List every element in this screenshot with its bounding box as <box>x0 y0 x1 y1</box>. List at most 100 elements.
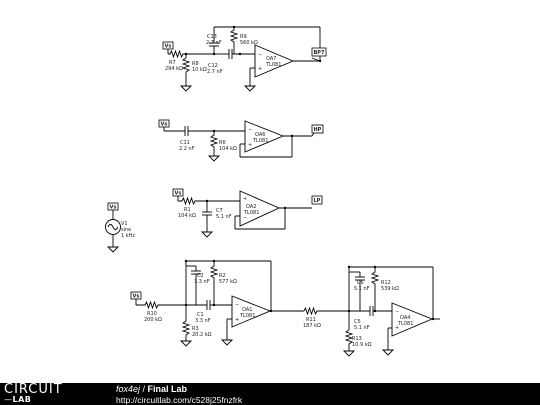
lp-r1-value: 104 kΩ <box>178 213 196 219</box>
hp-opamp-model: TL081 <box>252 138 268 144</box>
footer-bar: CIRCUIT —LAB fox4ej / Final Lab http://c… <box>0 383 540 405</box>
stage4-oa4-model: TL081 <box>397 321 413 327</box>
stage4-input-tag[interactable]: Vs <box>130 291 142 300</box>
hp-r6-resistor[interactable] <box>209 131 219 156</box>
stage4-r11-label: R11 <box>306 317 316 323</box>
bp-opamp-model: TL081 <box>265 62 281 68</box>
stage4-c5-value: 5.1 nF <box>354 325 370 331</box>
svg-text:−: − <box>248 127 252 133</box>
bp-c13-value: 2.7 nF <box>206 40 222 46</box>
source-output-tag[interactable]: Vs <box>107 202 119 211</box>
svg-text:+: + <box>258 66 262 72</box>
hp-r6-value: 104 kΩ <box>219 146 237 152</box>
lp-opamp-label: OA2 <box>246 204 256 210</box>
schematic-canvas: Vs R7 294 kΩ R8 10 kΩ C13 2.7 nF C12 2.7 <box>105 25 440 357</box>
bp-r8-value: 10 kΩ <box>192 67 207 73</box>
bp-output-tag[interactable]: BP7 <box>311 47 327 57</box>
stage4-r3-value: 20.2 kΩ <box>192 332 212 338</box>
stage4-r11-resistor[interactable] <box>303 306 349 316</box>
v1-type: sine <box>121 227 131 233</box>
stage4-r12-label: R12 <box>381 280 391 286</box>
bp-c12-value: 2.7 nF <box>207 69 223 75</box>
bp-r9-value: 560 kΩ <box>240 40 258 46</box>
lp-input-tag[interactable]: Vs <box>172 188 184 197</box>
stage4-oa1-label: OA1 <box>242 307 252 313</box>
author-link[interactable]: fox4ej <box>116 384 141 394</box>
svg-text:Vs: Vs <box>161 122 168 128</box>
stage4-r12-resistor[interactable] <box>370 267 380 311</box>
svg-text:Vs: Vs <box>165 44 172 50</box>
stage4-c1-label: C1 <box>197 312 204 318</box>
svg-text:−: − <box>243 215 247 221</box>
stage4-r2-resistor[interactable] <box>209 261 219 305</box>
stage4-r10-resistor[interactable] <box>136 300 186 310</box>
hp-opamp[interactable] <box>244 120 285 153</box>
stage4-c6-value: 5.1 nF <box>354 286 370 292</box>
logo-text-top: CIRCUIT <box>4 382 63 397</box>
v1-frequency: 1 kHz <box>121 233 135 239</box>
hp-output-tag[interactable]: HP <box>311 124 324 134</box>
stage4-c2-value: 3.3 nF <box>194 279 210 285</box>
circuit-title: fox4ej / Final Lab <box>116 384 187 394</box>
hp-c11-value: 2.2 nF <box>179 146 195 152</box>
bp-c12-label: C12 <box>208 63 218 69</box>
circuit-url[interactable]: http://circuitlab.com/c528j25fnzfrk <box>116 395 243 405</box>
svg-text:−: − <box>235 302 239 308</box>
stage4-r13-resistor[interactable] <box>344 329 354 351</box>
svg-text:+: + <box>395 325 399 331</box>
bp-r9-resistor[interactable] <box>229 27 239 54</box>
logo-lab-text: LAB <box>12 395 32 404</box>
svg-text:+: + <box>248 142 252 148</box>
bp-opamp[interactable] <box>254 44 295 78</box>
stage4-c1-value: 3.3 nF <box>195 318 211 324</box>
lp-c7-label: C7 <box>216 208 223 214</box>
svg-text:Vs: Vs <box>133 294 140 300</box>
bp-r7-value: 294 kΩ <box>165 66 183 72</box>
highpass-filter: Vs C11 2.2 nF R6 104 kΩ − + OA6 TL081 HP <box>158 119 324 162</box>
bp-r9-label: R9 <box>240 34 247 40</box>
stage4-c5-label: C5 <box>354 319 361 325</box>
bp-r8-resistor[interactable] <box>181 57 191 73</box>
hp-r6-label: R6 <box>219 140 226 146</box>
svg-text:−: − <box>258 52 262 58</box>
bp-r8-label: R8 <box>192 61 199 67</box>
svg-text:HP: HP <box>314 127 322 133</box>
svg-text:Vs: Vs <box>110 205 117 211</box>
hp-opamp-label: OA6 <box>255 132 265 138</box>
stage4-oa4-label: OA4 <box>400 315 410 321</box>
sine-source: Vs V1 sine 1 kHz <box>105 202 135 253</box>
stage4-r13-value: 10.9 kΩ <box>352 342 372 348</box>
lp-opamp[interactable] <box>239 190 281 227</box>
bp-opamp-label: OA7 <box>266 56 276 62</box>
bp-r7-resistor[interactable] <box>168 49 186 59</box>
logo-text-bottom: —LAB <box>4 395 32 404</box>
bp-input-tag[interactable]: Vs <box>162 41 174 50</box>
lp-c7-value: 5.1 nF <box>216 214 232 220</box>
hp-c11-label: C11 <box>180 140 190 146</box>
svg-text:+: + <box>243 196 247 202</box>
stage4-r12-value: 539 kΩ <box>381 286 399 292</box>
title-separator: / <box>140 384 148 394</box>
stage4-r11-value: 187 kΩ <box>303 323 321 329</box>
hp-input-tag[interactable]: Vs <box>158 119 170 128</box>
stage4-oa4-opamp[interactable] <box>391 302 434 337</box>
lp-r1-resistor[interactable] <box>178 196 240 206</box>
stage4-r13-label: R13 <box>352 336 362 342</box>
circuitlab-logo[interactable]: CIRCUIT —LAB <box>4 382 92 404</box>
stage4-r10-label: R10 <box>147 311 157 317</box>
lp-output-tag[interactable]: LP <box>311 195 323 205</box>
bp-c13-label: C13 <box>207 34 217 40</box>
bp-ground-1 <box>179 85 193 92</box>
lowpass-filter: Vs R1 104 kΩ C7 5.1 nF + − OA2 TL081 LP <box>172 188 323 238</box>
stage4-c2-label: C2 <box>197 273 204 279</box>
stage4-oa1-opamp[interactable] <box>231 295 272 328</box>
svg-text:+: + <box>235 317 239 323</box>
stage4-r3-resistor[interactable] <box>181 320 191 341</box>
v1-label: V1 <box>121 221 128 227</box>
stage4-r2-value: 577 kΩ <box>219 279 237 285</box>
lp-opamp-model: TL081 <box>243 210 259 216</box>
stage4-r2-label: R2 <box>219 273 226 279</box>
bandpass-filter: Vs R7 294 kΩ R8 10 kΩ C13 2.7 nF C12 2.7 <box>162 25 327 92</box>
svg-text:BP7: BP7 <box>314 50 325 56</box>
stage4-r10-value: 200 kΩ <box>144 317 162 323</box>
